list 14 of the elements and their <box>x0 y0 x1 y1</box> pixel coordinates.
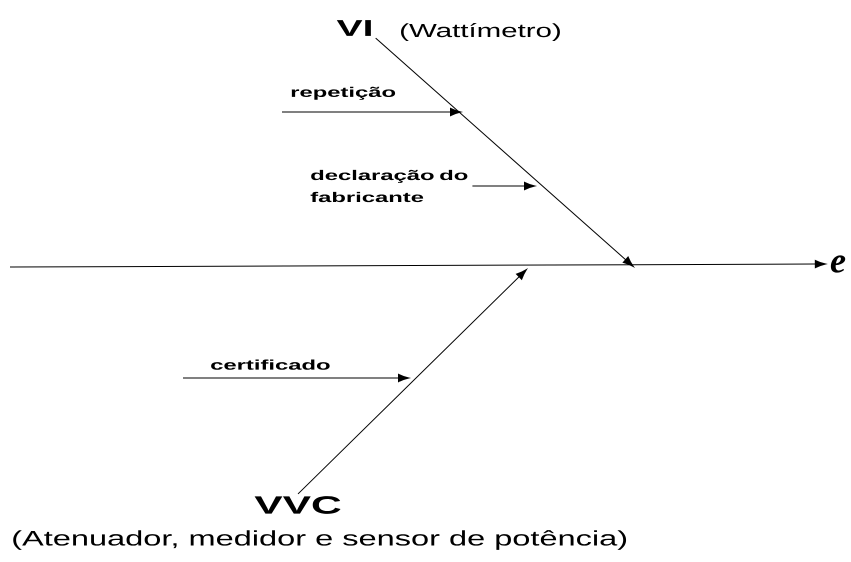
arrow <box>298 269 527 494</box>
arrow <box>472 182 536 190</box>
arrow <box>375 38 634 268</box>
cause-label: declaração do fabricante <box>310 170 468 202</box>
arrow <box>10 260 826 268</box>
arrow <box>182 374 410 382</box>
cause-heading: VVC <box>254 496 341 514</box>
arrow <box>282 108 462 116</box>
node-label: (Wattímetro) <box>401 23 560 41</box>
node-label: (Atenuador, medidor e sensor de potência) <box>13 530 626 550</box>
cause-label: repetição <box>292 86 396 100</box>
cause-heading: VI <box>336 20 371 36</box>
effect-label: e <box>830 255 846 273</box>
cause-label: certificado <box>211 360 330 370</box>
